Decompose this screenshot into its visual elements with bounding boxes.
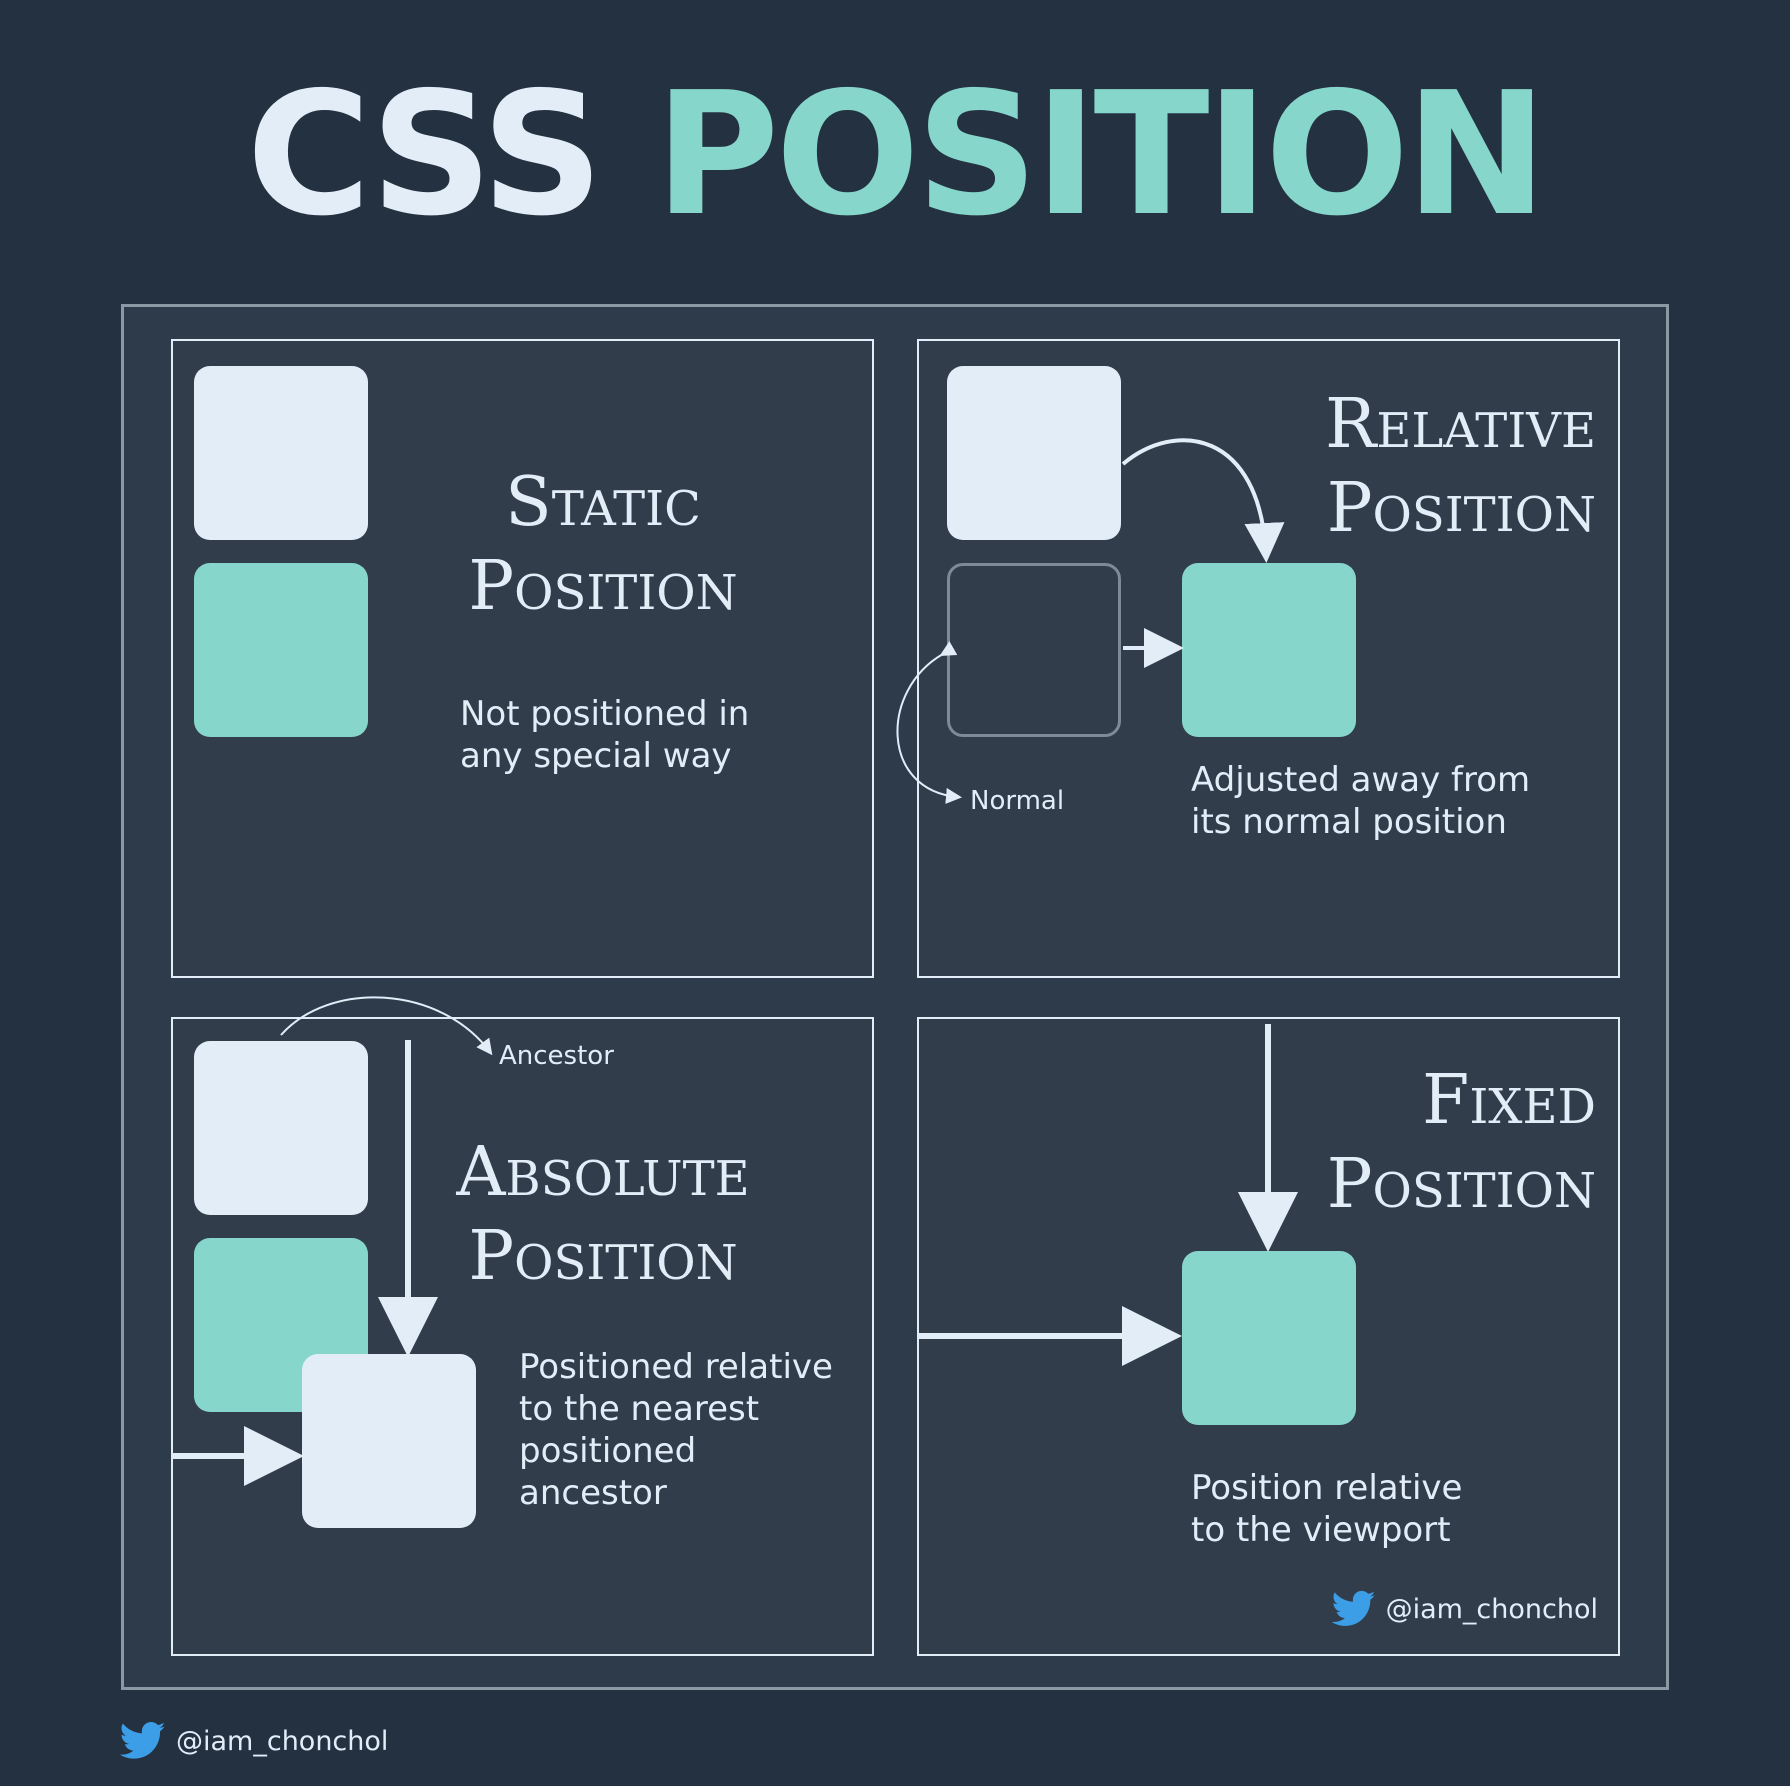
panel-fixed: Fixed Position Position relative to the … bbox=[917, 1017, 1620, 1656]
panel-relative: Relative Position Normal Adjusted away f… bbox=[917, 339, 1620, 978]
panel-handle-text: @iam_chonchol bbox=[1385, 1593, 1598, 1625]
page-title: CSS POSITION bbox=[0, 70, 1790, 240]
title-position: POSITION bbox=[654, 56, 1548, 254]
relative-box-original bbox=[947, 366, 1121, 540]
relative-box-moved bbox=[1182, 563, 1356, 737]
fixed-description: Position relative to the viewport bbox=[1191, 1468, 1463, 1550]
static-box-2 bbox=[194, 563, 368, 737]
footer-handle[interactable]: @iam_chonchol bbox=[120, 1720, 388, 1762]
static-heading: Static Position bbox=[468, 463, 738, 626]
footer-handle-text: @iam_chonchol bbox=[176, 1725, 389, 1757]
ancestor-label: Ancestor bbox=[499, 1041, 614, 1071]
relative-description: Adjusted away from its normal position bbox=[1191, 760, 1531, 842]
static-description: Not positioned in any special way bbox=[460, 694, 750, 776]
absolute-box-positioned bbox=[302, 1354, 476, 1528]
twitter-bird-icon bbox=[1331, 1590, 1375, 1626]
static-box-1 bbox=[194, 366, 368, 540]
absolute-description: Positioned relative to the nearest posit… bbox=[519, 1347, 833, 1513]
title-css: CSS bbox=[246, 56, 603, 254]
twitter-bird-icon bbox=[120, 1722, 166, 1759]
absolute-heading: Absolute Position bbox=[456, 1133, 750, 1296]
panel-static: Static Position Not positioned in any sp… bbox=[171, 339, 874, 978]
absolute-box-1 bbox=[194, 1041, 368, 1215]
panel-handle[interactable]: @iam_chonchol bbox=[1331, 1589, 1598, 1629]
normal-label: Normal bbox=[970, 786, 1065, 816]
relative-heading: Relative Position bbox=[1325, 385, 1596, 548]
relative-normal-outline bbox=[947, 563, 1121, 737]
fixed-heading: Fixed Position bbox=[1326, 1061, 1596, 1224]
fixed-box bbox=[1182, 1251, 1356, 1425]
panel-absolute: Ancestor Absolute Position Positioned re… bbox=[171, 1017, 874, 1656]
